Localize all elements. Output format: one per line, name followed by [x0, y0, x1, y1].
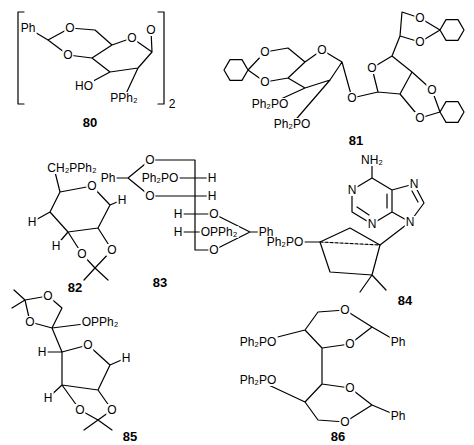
atom-label: O	[414, 112, 425, 124]
atom-label: O	[259, 76, 270, 88]
atom-label: 2	[168, 98, 177, 110]
atom-label: O	[344, 382, 355, 394]
atom-label: O	[145, 24, 156, 36]
atom-label: H	[37, 346, 48, 358]
atom-label: H	[173, 226, 184, 238]
atom-label: Ph₂PO	[239, 336, 278, 348]
atom-label: O	[339, 416, 350, 428]
bond-lines	[224, 12, 464, 124]
atom-label: O	[106, 244, 117, 256]
atom-label: O	[259, 46, 270, 58]
atom-label: H	[51, 240, 62, 252]
atom-label: N	[405, 216, 416, 228]
compound-number: 84	[397, 294, 413, 307]
atom-label: O	[126, 32, 137, 44]
atom-label: Ph₂PO	[239, 374, 278, 386]
atom-label: O	[344, 338, 355, 350]
atom-label: O	[86, 180, 97, 192]
atom-label: O	[366, 62, 377, 74]
atom-label: O	[339, 304, 350, 316]
atom-label: OPPh₂	[200, 226, 239, 238]
atom-label: O	[106, 404, 117, 416]
atom-label: O	[208, 244, 219, 256]
atom-label: O	[24, 316, 35, 328]
bond-lines	[108, 160, 266, 250]
atom-label: H	[27, 216, 38, 228]
atom-label: H	[207, 190, 218, 202]
atom-label: O	[414, 36, 425, 48]
bridge-bond	[320, 242, 380, 245]
bond-lines	[285, 166, 424, 292]
bond-lines	[32, 172, 122, 280]
atom-label: O	[426, 84, 437, 96]
atom-label: O	[42, 290, 53, 302]
atom-label: NH₂	[360, 154, 384, 166]
atom-label: O	[74, 404, 85, 416]
atom-label: PPh₂	[109, 92, 138, 104]
atom-label: N	[347, 184, 358, 196]
bracket	[18, 12, 164, 104]
atom-label: H	[43, 392, 54, 404]
bond-lines	[258, 310, 398, 422]
atom-label: OPPh₂	[81, 316, 120, 328]
atom-label: Ph	[390, 410, 407, 422]
atom-label: N	[367, 218, 378, 230]
atom-label: Ph	[20, 22, 37, 34]
atom-label: Ph₂PO	[266, 236, 305, 248]
atom-label: Ph	[390, 336, 407, 348]
compound-number: 80	[82, 116, 98, 129]
compound-number: 82	[67, 281, 83, 294]
atom-label: O	[62, 49, 73, 61]
atom-label: O	[414, 12, 425, 24]
compound-number: 85	[122, 430, 138, 443]
atom-label: Ph₂PO	[141, 172, 180, 184]
atom-label: O	[82, 339, 93, 351]
atom-label: Ph₂PO	[273, 118, 312, 130]
compound-number: 81	[348, 134, 364, 147]
atom-label: Ph₂PO	[251, 98, 290, 110]
atom-label: CH₂PPh₂	[46, 162, 97, 174]
atom-label: H	[207, 172, 218, 184]
atom-label: H	[173, 208, 184, 220]
atom-label: O	[64, 22, 75, 34]
atom-label: O	[208, 208, 219, 220]
atom-label: N	[409, 178, 420, 190]
compound-number: 83	[152, 276, 168, 289]
compound-number: 86	[330, 430, 346, 443]
atom-label: O	[144, 154, 155, 166]
atom-label: O	[76, 248, 87, 260]
atom-label: H	[121, 352, 132, 364]
bond-lines	[28, 28, 152, 98]
atom-label: Ph	[100, 172, 117, 184]
atom-label: O	[346, 92, 357, 104]
bond-lines	[12, 290, 126, 430]
atom-label: O	[144, 190, 155, 202]
atom-label: O	[316, 44, 327, 56]
atom-label: HO	[74, 80, 94, 92]
atom-label: H	[117, 194, 128, 206]
